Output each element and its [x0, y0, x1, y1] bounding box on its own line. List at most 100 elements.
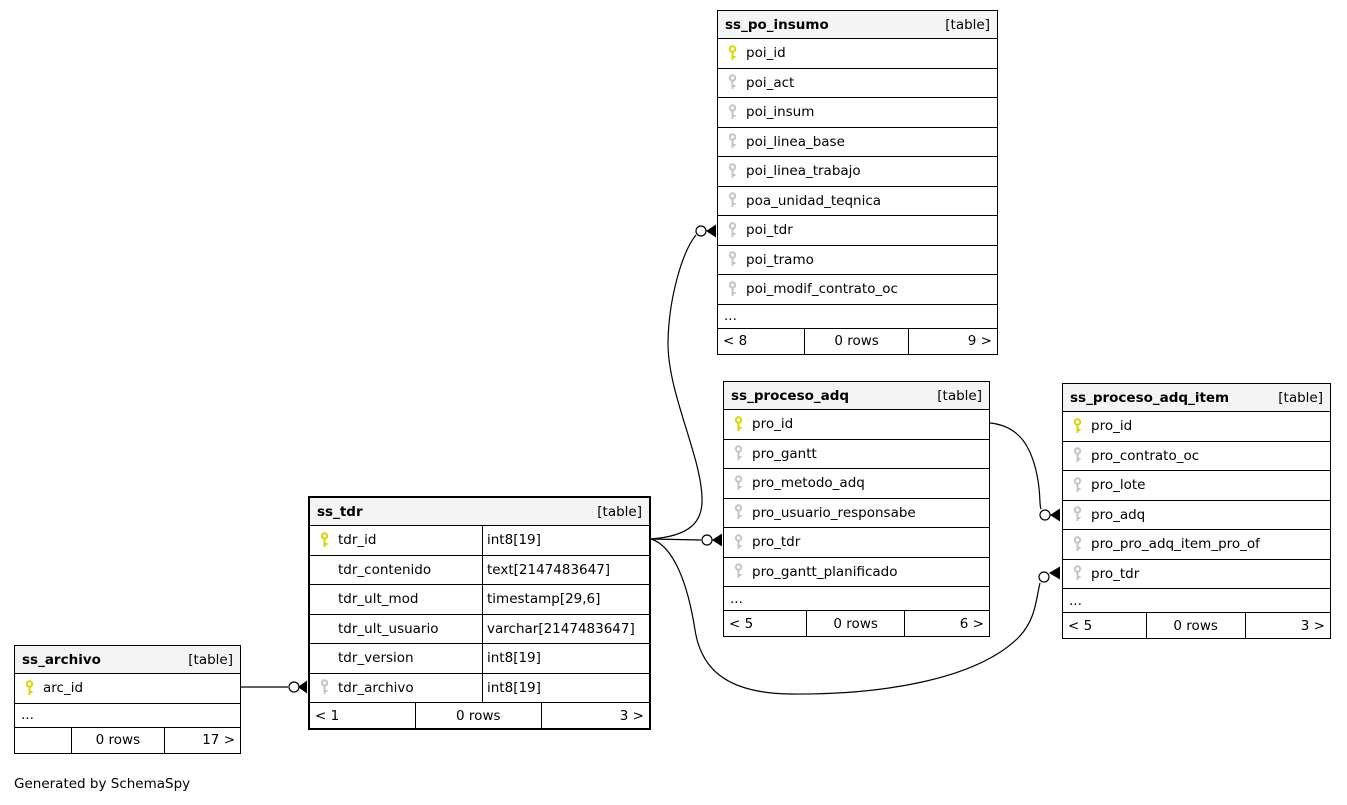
column-row: poi_tramo	[718, 245, 997, 275]
table-pager: < 5 0 rows 6 >	[724, 611, 989, 636]
column-name: pro_adq	[1091, 506, 1146, 523]
column-name: pro_id	[752, 416, 794, 433]
more-columns-ellipsis: ...	[718, 305, 997, 329]
column-type: int8[19]	[482, 673, 649, 702]
column-name: tdr_ult_mod	[338, 591, 419, 608]
foreign-key-icon	[1071, 536, 1084, 553]
foreign-key-icon	[1071, 565, 1084, 582]
table-header[interactable]: ss_proceso_adq_item [table]	[1063, 384, 1330, 412]
column-row: pro_contrato_oc	[1063, 441, 1330, 471]
foreign-key-icon	[1071, 506, 1084, 523]
column-name: poi_tdr	[746, 222, 793, 239]
column-name: pro_gantt_planificado	[752, 563, 898, 580]
pager-next[interactable]: 6 >	[904, 611, 989, 636]
table-name[interactable]: ss_tdr	[317, 503, 363, 520]
key-icon-placeholder	[318, 620, 331, 637]
column-type: timestamp[29,6]	[482, 585, 649, 614]
pager-prev	[15, 728, 71, 753]
column-row: pro_lote	[1063, 471, 1330, 501]
table-ss_archivo[interactable]: ss_archivo [table] arc_id ... 0 rows 17 …	[14, 645, 241, 754]
table-name[interactable]: ss_proceso_adq_item	[1070, 389, 1230, 406]
column-row: pro_adq	[1063, 500, 1330, 530]
rel-ss_tdr-to-ss_po_insumo	[650, 224, 716, 540]
column-name: tdr_id	[338, 532, 377, 549]
table-type-badge: [table]	[937, 387, 982, 404]
column-row: arc_id	[15, 674, 240, 704]
column-row: poi_id	[718, 39, 997, 69]
column-row: poi_act	[718, 68, 997, 98]
column-type: varchar[2147483647]	[482, 614, 649, 643]
pager-next[interactable]: 17 >	[163, 727, 241, 753]
foreign-key-icon	[1071, 447, 1084, 464]
table-name[interactable]: ss_archivo	[22, 651, 101, 668]
table-pager: < 8 0 rows 9 >	[718, 328, 997, 354]
primary-key-icon	[732, 416, 745, 433]
column-row: pro_tdr	[1063, 559, 1330, 589]
pager-prev[interactable]: < 8	[723, 333, 748, 349]
column-name: poa_unidad_teqnica	[746, 192, 882, 209]
table-header[interactable]: ss_po_insumo [table]	[718, 11, 997, 39]
pager-row-count: 0 rows	[415, 703, 540, 728]
pager-next[interactable]: 3 >	[1244, 613, 1330, 638]
column-row: tdr_ult_usuario varchar[2147483647]	[310, 614, 649, 644]
column-name: poi_act	[746, 74, 795, 91]
table-type-badge: [table]	[597, 503, 642, 520]
column-row: pro_pro_adq_item_pro_of	[1063, 530, 1330, 560]
table-ss_po_insumo[interactable]: ss_po_insumo [table] poi_id poi_act poi_…	[717, 10, 998, 355]
pager-prev[interactable]: < 5	[1068, 617, 1093, 634]
table-header[interactable]: ss_proceso_adq [table]	[724, 382, 989, 410]
column-name: poi_insum	[746, 104, 815, 121]
pager-row-count: 0 rows	[804, 328, 907, 354]
column-row: tdr_archivo int8[19]	[310, 673, 649, 703]
column-name: poi_linea_base	[746, 133, 845, 150]
column-name: pro_tdr	[752, 534, 801, 551]
more-columns-ellipsis: ...	[724, 587, 989, 611]
foreign-key-icon	[726, 251, 739, 268]
more-columns-ellipsis: ...	[1063, 589, 1330, 613]
column-name: pro_usuario_responsabe	[752, 504, 916, 521]
pager-next[interactable]: 9 >	[907, 328, 997, 354]
column-type: int8[19]	[482, 644, 649, 673]
column-name: pro_tdr	[1091, 565, 1140, 582]
rel-ss_archivo-to-ss_tdr	[241, 680, 307, 694]
table-pager: 0 rows 17 >	[15, 727, 241, 753]
column-row: poi_linea_base	[718, 127, 997, 157]
column-name: pro_contrato_oc	[1091, 447, 1200, 464]
column-name: pro_lote	[1091, 477, 1146, 494]
column-name: tdr_contenido	[338, 561, 432, 578]
pager-prev[interactable]: < 5	[729, 615, 754, 632]
table-ss_proceso_adq[interactable]: ss_proceso_adq [table] pro_id pro_gantt …	[723, 381, 990, 637]
table-pager: < 1 0 rows 3 >	[310, 703, 649, 728]
foreign-key-icon	[726, 104, 739, 121]
column-name: poi_modif_contrato_oc	[746, 281, 898, 298]
column-name: arc_id	[43, 680, 84, 697]
foreign-key-icon	[726, 74, 739, 91]
column-row: tdr_ult_mod timestamp[29,6]	[310, 585, 649, 615]
pager-next[interactable]: 3 >	[540, 703, 650, 728]
foreign-key-icon	[732, 504, 745, 521]
table-name[interactable]: ss_po_insumo	[725, 16, 829, 33]
column-name: pro_id	[1091, 418, 1133, 435]
column-name: tdr_version	[338, 650, 414, 667]
table-header[interactable]: ss_tdr [table]	[310, 498, 649, 526]
table-ss_proceso_adq_item[interactable]: ss_proceso_adq_item [table] pro_id pro_c…	[1062, 383, 1331, 639]
primary-key-icon	[726, 45, 739, 62]
pager-prev[interactable]: < 1	[315, 707, 340, 724]
foreign-key-icon	[732, 475, 745, 492]
column-row: poi_linea_trabajo	[718, 157, 997, 187]
key-icon-placeholder	[318, 561, 331, 578]
foreign-key-icon	[726, 133, 739, 150]
table-header[interactable]: ss_archivo [table]	[15, 646, 240, 674]
column-row: pro_metodo_adq	[724, 469, 989, 499]
table-name[interactable]: ss_proceso_adq	[731, 387, 850, 404]
table-ss_tdr[interactable]: ss_tdr [table] tdr_id int8[19] tdr_conte…	[308, 496, 651, 730]
column-name: poi_linea_trabajo	[746, 163, 861, 180]
foreign-key-icon	[726, 281, 739, 298]
key-icon-placeholder	[318, 591, 331, 608]
table-type-badge: [table]	[1278, 389, 1323, 406]
column-type: text[2147483647]	[482, 555, 649, 584]
foreign-key-icon	[726, 163, 739, 180]
column-row: pro_id	[724, 410, 989, 440]
